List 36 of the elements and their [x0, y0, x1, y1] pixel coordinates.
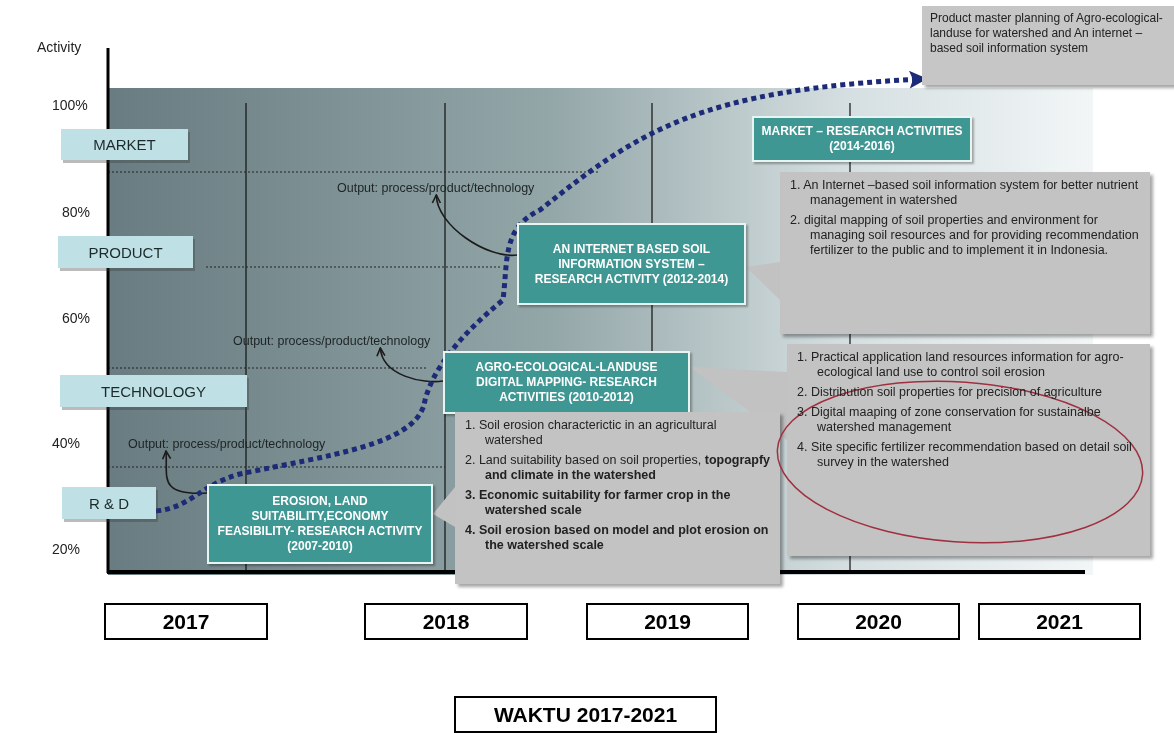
list-item: 2. digital mapping of soil properties and environment for managing soil resources and for providing recommendation fertilizer to the public and to implement it in Indonesia.: [790, 213, 1140, 258]
list-item: 1. An Internet –based soil information system for better nutrient management in watershed: [790, 178, 1140, 208]
note-box: Product master planning of Agro-ecological-landuse for watershed and An internet –based soil information system: [922, 6, 1174, 85]
list-item: 4. Soil erosion based on model and plot erosion on the watershed scale: [465, 523, 770, 553]
list-item: 4. Site specific fertilizer recommendation based on detail soil survey in the watershed: [797, 440, 1133, 470]
curved-arrow: [377, 347, 444, 383]
axis-tick-label: 40%: [52, 435, 81, 451]
list-item: 1. Soil erosion characterictic in an agricultural watershed: [465, 418, 718, 448]
callout-pointer: [433, 487, 455, 527]
axis-tick-label: 20%: [52, 541, 81, 557]
callout-box: [455, 412, 780, 584]
level-label: TECHNOLOGY: [60, 375, 247, 407]
list-item: 1. Practical application land resources information for agro-ecological land use to control soil erosion: [797, 350, 1125, 380]
year-box: 2020: [797, 603, 960, 640]
year-box: 2017: [104, 603, 268, 640]
time-axis-label: WAKTU 2017-2021: [454, 696, 717, 733]
callout-pointer: [746, 262, 780, 300]
research-activity-box: AN INTERNET BASED SOIL INFORMATION SYSTEM – RESEARCH ACTIVITY (2012-2014): [517, 223, 746, 305]
axis-tick-label: 60%: [62, 310, 91, 326]
research-activity-box: AGRO-ECOLOGICAL-LANDUSE DIGITAL MAPPING- RESEARCH ACTIVITIES (2010-2012): [443, 351, 690, 414]
callout-box: [780, 172, 1150, 334]
year-box: 2019: [586, 603, 749, 640]
year-box: 2021: [978, 603, 1141, 640]
research-activity-box: MARKET – RESEARCH ACTIVITIES (2014-2016): [752, 116, 972, 162]
level-label: R & D: [62, 487, 156, 519]
level-label: PRODUCT: [58, 236, 193, 268]
axis-tick-label: 80%: [62, 204, 91, 220]
axis-tick-label: 100%: [52, 97, 88, 113]
list-item: 3. Economic suitability for farmer crop in the watershed scale: [465, 488, 732, 518]
list-item: 2. Land suitability based on soil properties, topograpfy and climate in the watershed: [465, 453, 770, 483]
research-activity-box: EROSION, LAND SUITABILITY,ECONOMY FEASIBILITY- RESEARCH ACTIVITY (2007-2010): [207, 484, 433, 564]
curved-arrow: [161, 450, 208, 495]
axis-title: Activity: [37, 39, 82, 55]
year-box: 2018: [364, 603, 528, 640]
level-label: MARKET: [61, 129, 188, 160]
curved-arrow: [432, 194, 518, 257]
